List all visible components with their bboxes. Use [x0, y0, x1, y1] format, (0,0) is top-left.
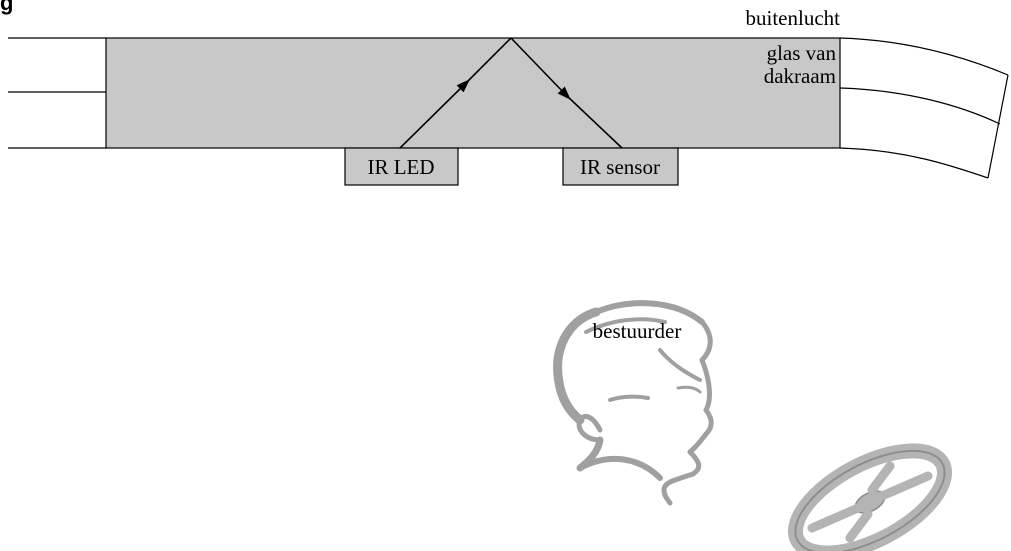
right-roof-panel — [839, 37, 1009, 179]
glass-label-line1: glas van — [767, 41, 837, 65]
ir-led-box: IR LED — [344, 147, 459, 186]
ir-light-path — [399, 37, 623, 149]
driver-label: bestuurder — [593, 319, 682, 343]
figure-label: g — [0, 0, 13, 15]
left-roof-panel — [8, 37, 106, 149]
ir-sensor-box: IR sensor — [562, 147, 679, 186]
driver-head-sketch — [553, 300, 714, 506]
ir-sensor-label: IR sensor — [580, 155, 660, 179]
sunroof-glass — [105, 37, 841, 149]
glass-label-line2: dakraam — [764, 64, 836, 88]
outside-air-label: buitenlucht — [746, 6, 841, 30]
ir-led-label: IR LED — [367, 155, 434, 179]
steering-wheel-icon — [787, 443, 953, 551]
